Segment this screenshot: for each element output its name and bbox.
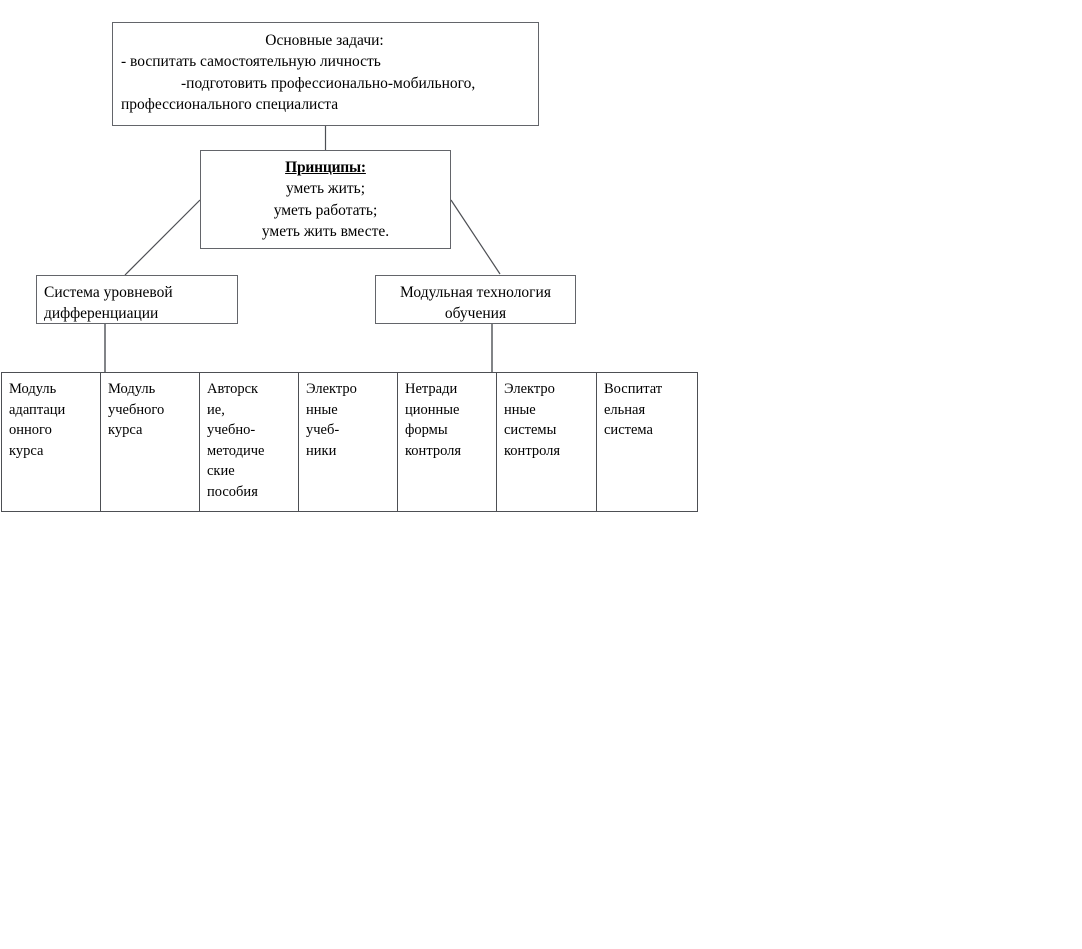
cell-line: онного [9, 422, 52, 439]
level-differentiation-line-1: Система уровневой [44, 284, 173, 301]
table-cell-electronic-control-systems: Электро нные системы контроля [496, 372, 597, 512]
cell-line: Модуль [9, 381, 57, 397]
cell-line: Нетради [405, 381, 458, 397]
goals-line-1: Основные задачи: [265, 32, 384, 49]
cell-line: системы [504, 422, 557, 439]
cell-line: нные [504, 401, 536, 418]
cell-line: формы [405, 422, 448, 439]
bottom-elements-table: Модуль адаптаци онного курса Модуль учеб… [1, 372, 698, 512]
goals-box: Основные задачи: - воспитать самостоятел… [112, 22, 539, 126]
cell-line: контроля [405, 442, 462, 459]
cell-line: ие, [207, 401, 225, 418]
table-cell-course-module: Модуль учебного курса [100, 372, 200, 512]
goals-line-2: - воспитать самостоятельную личность [121, 53, 381, 71]
cell-line: методиче [207, 442, 265, 459]
cell-line: ские [207, 463, 235, 480]
cell-line: учебного [108, 401, 165, 418]
cell-line: Воспитат [604, 381, 663, 397]
cell-line: ельная [604, 401, 646, 418]
table-cell-author-manuals: Авторск ие, учебно- методиче ские пособи… [199, 372, 299, 512]
cell-line: курса [9, 442, 44, 459]
cell-line: контроля [504, 442, 561, 459]
table-cell-upbringing-system: Воспитат ельная система [596, 372, 698, 512]
modular-technology-line-2: обучения [444, 305, 507, 323]
goals-line-3: -подготовить профессионально-мобильного, [181, 74, 476, 92]
principles-line-3: уметь жить вместе. [261, 223, 390, 241]
goals-line-4: профессионального специалиста [121, 96, 339, 114]
cell-line: ники [306, 442, 337, 459]
principles-title: Принципы: [285, 159, 366, 176]
cell-line: курса [108, 422, 143, 439]
principles-line-1: уметь жить; [285, 180, 366, 198]
connector-principles-to-level [124, 199, 201, 276]
cell-line: Модуль [108, 381, 156, 397]
principles-line-2: уметь работать; [273, 201, 378, 219]
cell-line: Электро [306, 381, 357, 397]
cell-line: система [604, 422, 653, 439]
cell-line: учеб- [306, 422, 340, 439]
principles-box: Принципы: уметь жить; уметь работать; ум… [200, 150, 451, 249]
cell-line: Авторск [207, 381, 259, 397]
table-row: Модуль адаптаци онного курса Модуль учеб… [1, 372, 698, 512]
cell-line: пособия [207, 483, 258, 500]
modular-technology-box: Модульная технология обучения [375, 275, 576, 324]
level-differentiation-box: Система уровневой дифференциации [36, 275, 238, 324]
cell-line: Электро [504, 381, 555, 397]
table-cell-electronic-textbooks: Электро нные учеб- ники [298, 372, 398, 512]
modular-technology-line-1: Модульная технология [400, 284, 551, 301]
connector-principles-to-module [450, 199, 501, 275]
cell-line: адаптаци [9, 401, 66, 418]
table-cell-nontraditional-control: Нетради ционные формы контроля [397, 372, 497, 512]
level-differentiation-line-2: дифференциации [44, 305, 159, 323]
cell-line: ционные [405, 401, 460, 418]
cell-line: нные [306, 401, 338, 418]
table-cell-adaptation-module: Модуль адаптаци онного курса [1, 372, 101, 512]
cell-line: учебно- [207, 422, 256, 439]
